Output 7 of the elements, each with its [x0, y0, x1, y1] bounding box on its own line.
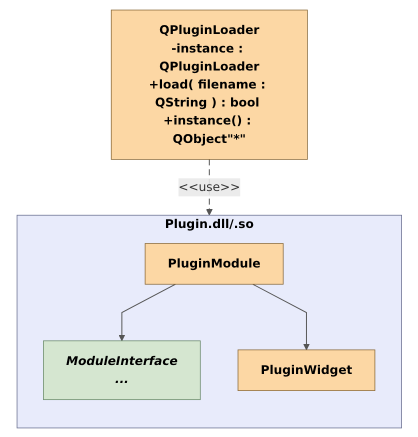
arrow	[252, 283, 310, 350]
node-box: QPluginLoader -instance : QPluginLoader +load( filename : QString ) : bool +instance() : QObject"*"	[110, 9, 308, 160]
node-box: ModuleInterface ...	[42, 340, 200, 400]
edge-label: <<use>>	[178, 179, 240, 194]
node-box: PluginWidget	[237, 349, 375, 390]
arrow	[118, 283, 176, 341]
node-box: PluginModule	[144, 242, 284, 284]
